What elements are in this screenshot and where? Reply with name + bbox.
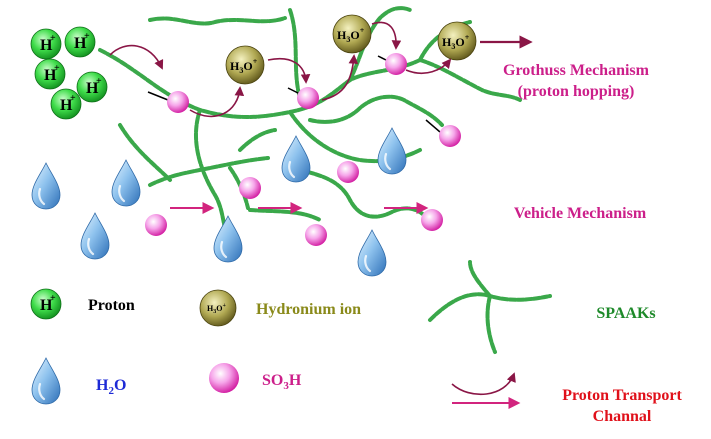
hydronium-ions: H3O+ H3O+ H3O+ [225,14,477,85]
svg-text:H3O+: H3O+ [207,303,226,315]
legend-hydronium-icon: H3O+ [199,289,237,327]
svg-text:H: H [44,67,57,84]
legend-proton-icon: H + [30,288,62,320]
svg-text:+: + [50,33,56,44]
so3h-sphere [167,91,189,113]
svg-text:+: + [70,93,76,104]
grotthuss-label-line1: Grothuss Mechanism [503,62,650,79]
proton-icon: H + [34,58,66,90]
proton-icon: H + [64,26,96,58]
legend: H + Proton H3O+ Hydronium ion SPAAKs H2O… [30,288,682,425]
so3h-sphere [297,87,319,109]
svg-text:H3O+: H3O+ [230,57,258,75]
so3h-sphere [145,214,167,236]
so3h-sphere [239,177,261,199]
so3h-sphere [439,125,461,147]
svg-text:H: H [60,97,73,114]
so3h-sphere [305,224,327,246]
water-drop-icon [280,134,312,184]
legend-proton-transport-label-line2: Channal [593,408,652,425]
svg-text:H: H [40,37,53,54]
svg-text:H: H [40,297,53,314]
legend-h2o-label: H2O [96,377,126,397]
svg-text:H: H [74,35,87,52]
svg-text:+: + [54,63,60,74]
water-drop-icon [212,214,244,264]
water-drop-icon [110,158,142,208]
vehicle-label: Vehicle Mechanism [514,205,647,222]
grotthuss-label-line2: (proton hopping) [518,83,635,100]
legend-proton-label: Proton [88,297,135,314]
water-drop-icon [79,211,111,261]
legend-spaaks-chain [428,260,552,354]
legend-proton-transport-label-line1: Proton Transport [562,387,682,404]
legend-spaaks-label: SPAAKs [596,305,655,322]
legend-water-drop-icon [30,356,62,406]
proton-icon: H + [76,71,108,103]
hydronium-icon: H3O+ [332,14,372,54]
legend-so3h-icon [209,363,239,393]
legend-hydronium-label: Hydronium ion [256,301,361,318]
hydronium-icon: H3O+ [225,45,265,85]
proton-icon: H + [30,28,62,60]
svg-text:H: H [86,80,99,97]
water-drop-icon [356,228,388,278]
water-drop-icon [30,161,62,211]
proton-icon: H + [50,88,82,120]
grotthuss-arrows [109,21,533,118]
hydronium-icon: H3O+ [437,21,477,61]
svg-text:+: + [84,31,90,42]
svg-text:+: + [96,76,102,87]
proton-cluster: H + H + H + H + H + [30,26,108,120]
sulfonic-groups [145,53,461,246]
legend-curved-arrow [451,372,516,396]
svg-text:+: + [50,293,56,304]
svg-text:H3O+: H3O+ [337,26,365,44]
so3h-sphere [421,209,443,231]
legend-so3h-label: SO3H [262,372,302,392]
svg-text:H3O+: H3O+ [442,33,470,51]
water-drop-icon [376,126,408,176]
so3h-sphere [337,161,359,183]
so3h-sphere [385,53,407,75]
